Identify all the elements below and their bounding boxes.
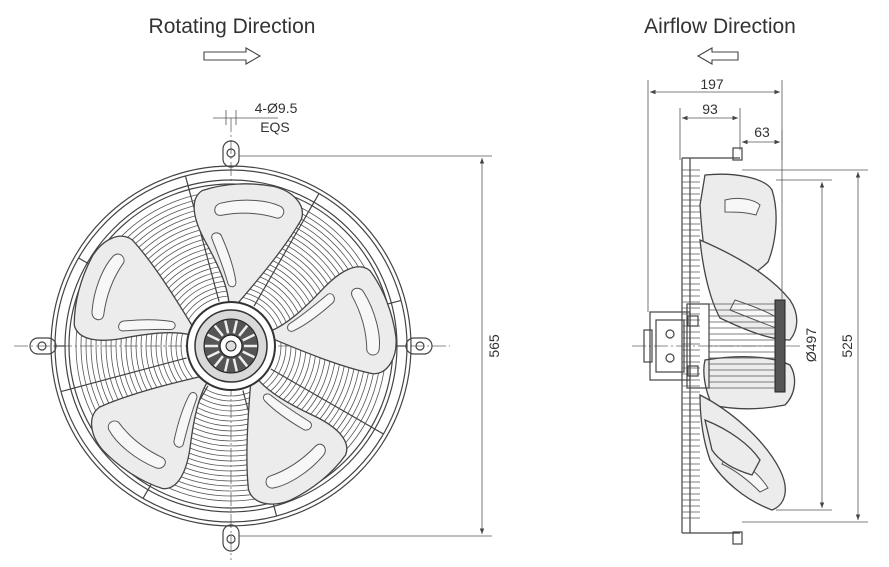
depth-dimension-63: 63 — [754, 124, 770, 140]
depth-dimension-197: 197 — [700, 76, 724, 92]
hole-spec-eqs: EQS — [260, 119, 290, 135]
depth-dimension-93: 93 — [702, 101, 718, 117]
mounting-lugs — [29, 140, 433, 552]
rotating-direction-title: Rotating Direction — [149, 15, 316, 38]
front-view: Rotating Direction — [14, 15, 502, 560]
airflow-direction-title: Airflow Direction — [644, 15, 796, 38]
diameter-dimension-497: Ø497 — [803, 328, 819, 362]
side-view: Airflow Direction — [632, 15, 868, 545]
height-dimension-525: 525 — [839, 334, 855, 358]
guard-side-profile — [681, 147, 743, 545]
fan-hub — [186, 301, 276, 391]
rotation-arrow-icon — [203, 47, 262, 65]
motor-side-profile — [643, 299, 786, 393]
height-dimension-565: 565 — [486, 334, 502, 358]
hole-spec-label: 4-Ø9.5 — [255, 100, 298, 116]
airflow-arrow-icon — [696, 47, 739, 65]
fan-blades — [73, 183, 397, 505]
